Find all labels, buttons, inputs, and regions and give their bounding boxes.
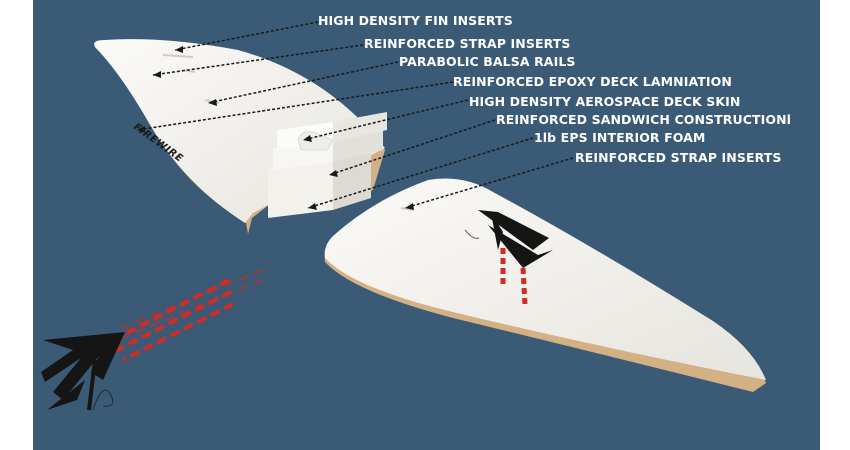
leader-arrowheads: [137, 46, 414, 210]
surfboard-illustration: FIREWIRE: [41, 21, 766, 411]
diagram-panel: FIREWIRE: [33, 0, 820, 450]
firewire-logo-icon: [41, 268, 264, 411]
leader-line: [136, 81, 454, 131]
callout-label: REINFORCED STRAP INSERTS: [364, 36, 571, 51]
callout-label: REINFORCED STRAP INSERTS: [575, 150, 782, 165]
leader-line: [174, 21, 319, 51]
leader-line: [404, 157, 574, 209]
leader-line: [152, 44, 364, 76]
callout-label: 1lb EPS INTERIOR FOAM: [534, 130, 706, 145]
callout-label: REINFORCED SANDWICH CONSTRUCTIONl: [496, 112, 792, 127]
callout-label: REINFORCED EPOXY DECK LAMNIATION: [453, 74, 732, 89]
callout-leaders: [136, 21, 574, 209]
leader-line: [302, 99, 469, 141]
callout-label: HIGH DENSITY FIN INSERTS: [318, 13, 513, 28]
deck-logo-icon: [464, 210, 553, 306]
board-tail-section: FIREWIRE: [94, 39, 387, 234]
leader-line: [328, 119, 496, 176]
board-nose-section: [324, 178, 766, 392]
leader-line: [307, 137, 534, 209]
callout-label: HIGH DENSITY AEROSPACE DECK SKIN: [469, 94, 741, 109]
callout-label: PARABOLIC BALSA RAILS: [399, 54, 576, 69]
leader-line: [207, 61, 399, 104]
